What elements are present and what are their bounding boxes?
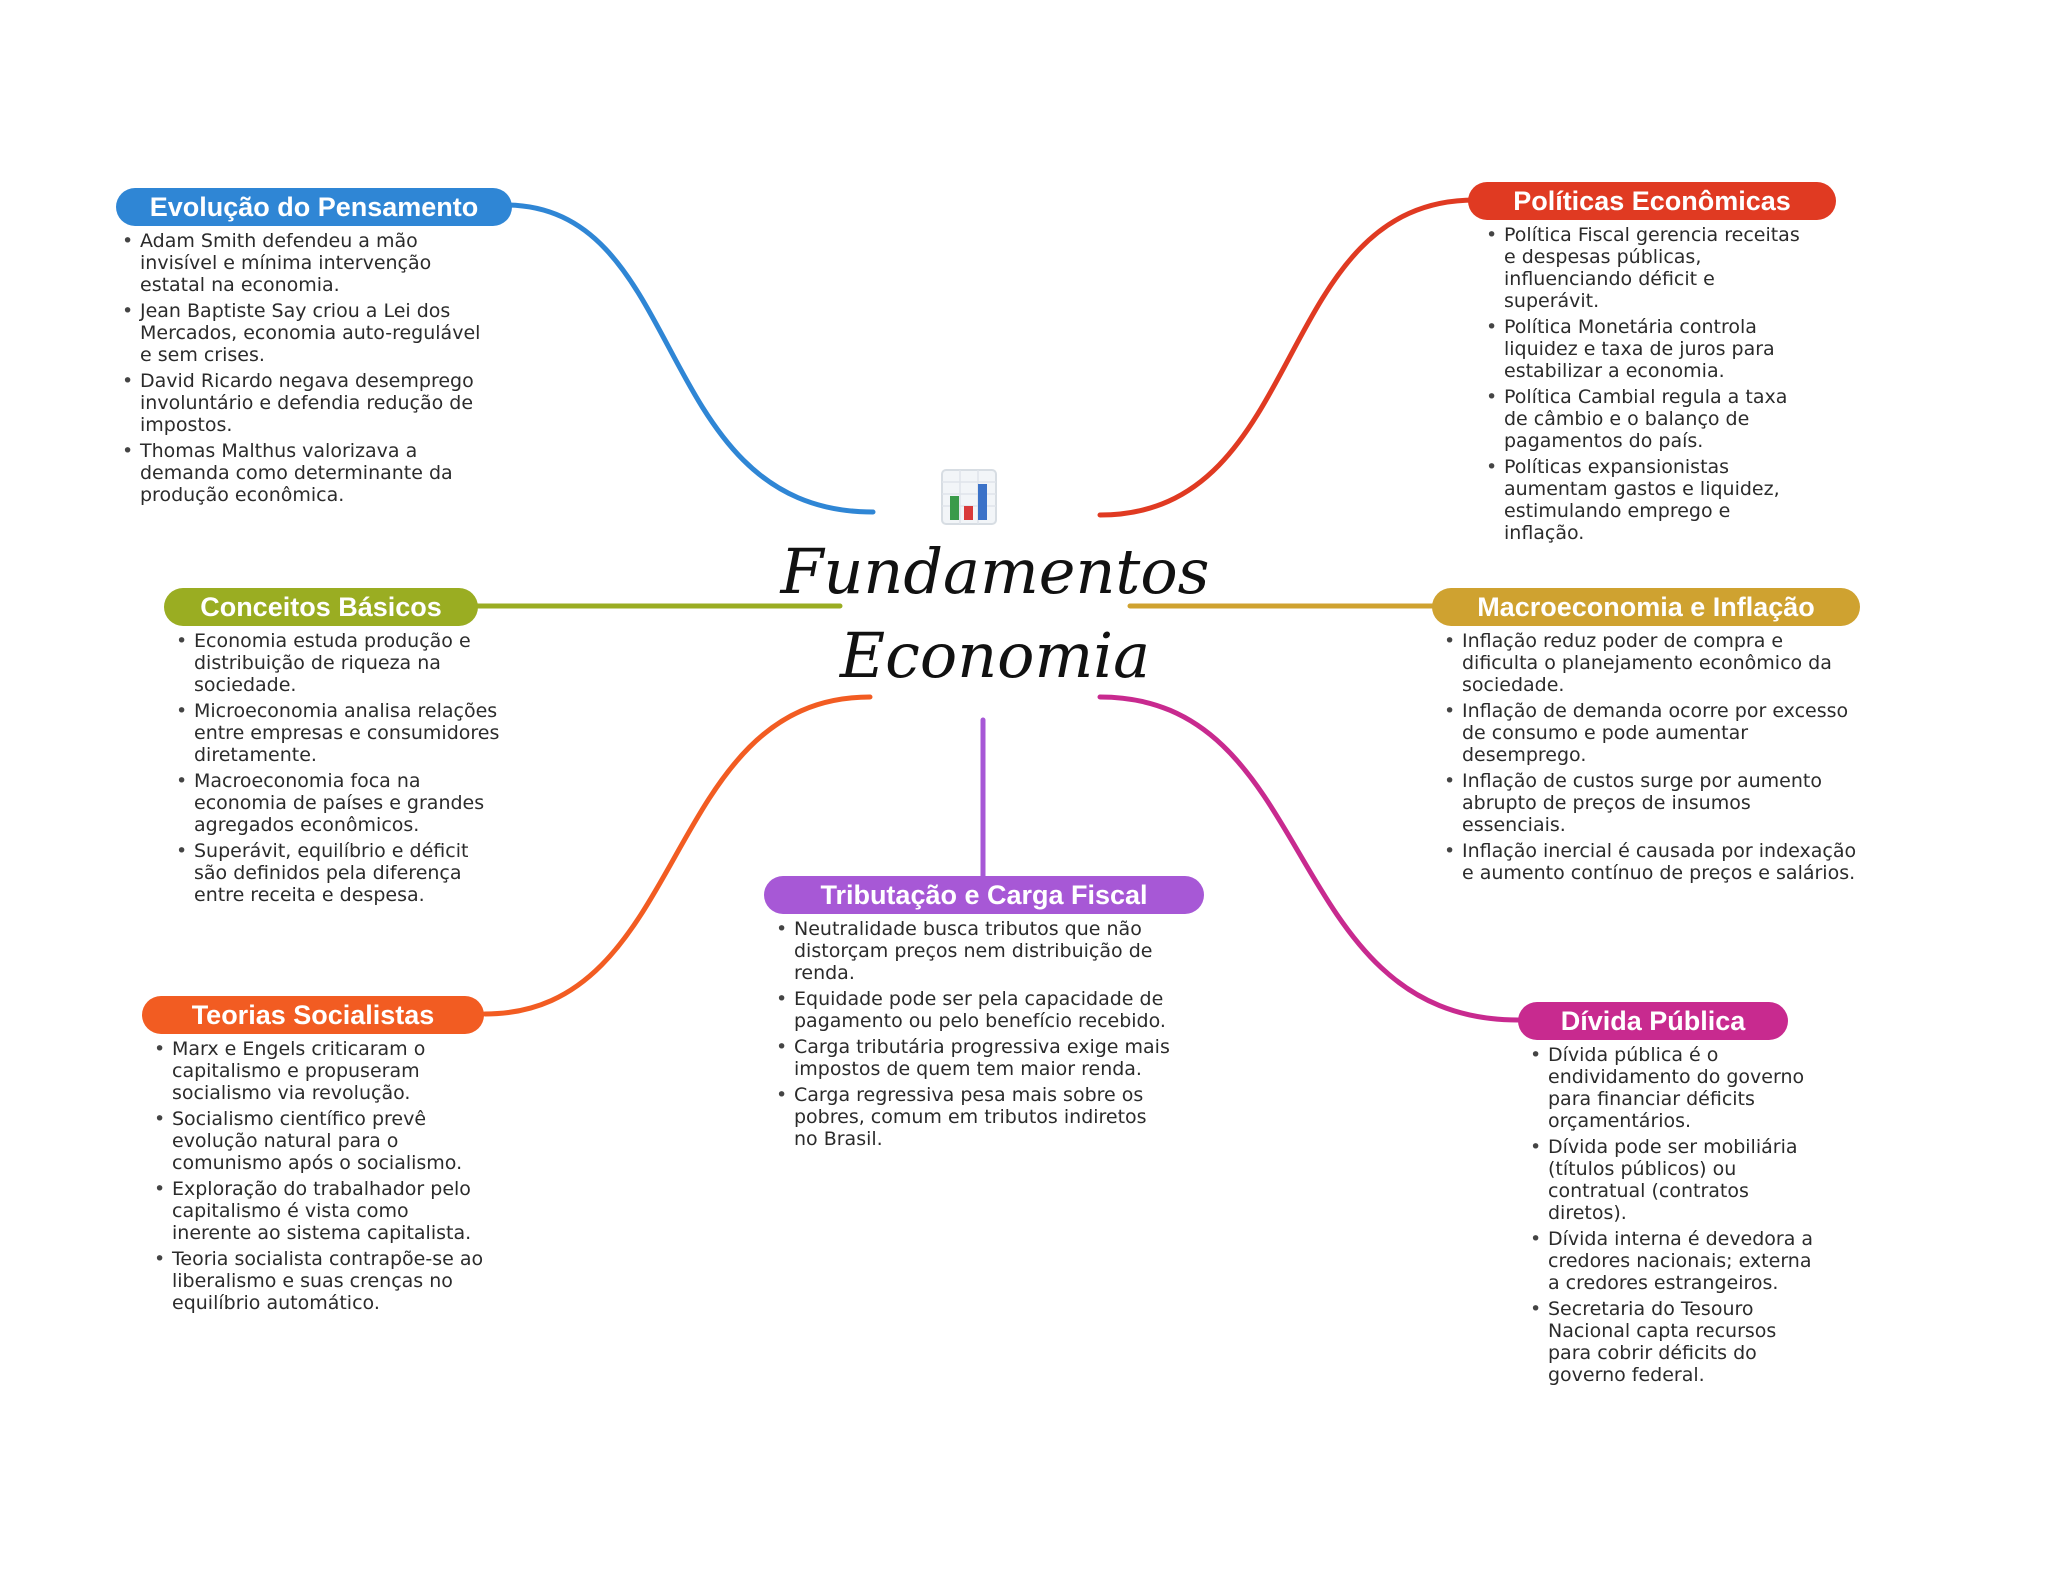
list-item: David Ricardo negava desemprego involunt…: [116, 370, 496, 436]
list-item: Inflação reduz poder de compra e dificul…: [1438, 630, 1858, 696]
list-item: Exploração do trabalhador pelo capitalis…: [148, 1178, 488, 1244]
branch-socialistas-list: Marx e Engels criticaram o capitalismo e…: [148, 1038, 488, 1314]
list-item: Inflação inercial é causada por indexaçã…: [1438, 840, 1858, 884]
branch-evolucao-list: Adam Smith defendeu a mão invisível e mí…: [116, 230, 496, 506]
branch-evolucao-title[interactable]: Evolução do Pensamento: [116, 188, 512, 226]
connector-divida: [1097, 694, 1521, 1023]
central-title-line2: Economia: [839, 619, 1151, 692]
list-item: Inflação de demanda ocorre por excesso d…: [1438, 700, 1858, 766]
list-item: Inflação de custos surge por aumento abr…: [1438, 770, 1858, 836]
list-item: Política Monetária controla liquidez e t…: [1480, 316, 1810, 382]
list-item: Neutralidade busca tributos que não dist…: [770, 918, 1170, 984]
list-item: Adam Smith defendeu a mão invisível e mí…: [116, 230, 496, 296]
list-item: Economia estuda produção e distribuição …: [170, 630, 500, 696]
branch-politicas-list: Política Fiscal gerencia receitas e desp…: [1480, 224, 1810, 544]
branch-socialistas-title[interactable]: Teorias Socialistas: [142, 996, 484, 1034]
branch-socialistas: Teorias Socialistas Marx e Engels critic…: [142, 996, 502, 1318]
central-title: Fundamentos Economia: [760, 530, 1230, 698]
list-item: Política Fiscal gerencia receitas e desp…: [1480, 224, 1810, 312]
branch-divida-title[interactable]: Dívida Pública: [1518, 1002, 1788, 1040]
branch-politicas: Políticas Econômicas Política Fiscal ger…: [1468, 182, 1848, 548]
branch-macro: Macroeconomia e Inflação Inflação reduz …: [1432, 588, 1872, 888]
branch-conceitos-title[interactable]: Conceitos Básicos: [164, 588, 478, 626]
branch-tributacao-title[interactable]: Tributação e Carga Fiscal: [764, 876, 1204, 914]
branch-divida-list: Dívida pública é o endividamento do gove…: [1524, 1044, 1824, 1386]
branch-tributacao: Tributação e Carga Fiscal Neutralidade b…: [764, 876, 1214, 1154]
branch-conceitos: Conceitos Básicos Economia estuda produç…: [164, 588, 504, 910]
list-item: Teoria socialista contrapõe-se ao libera…: [148, 1248, 488, 1314]
list-item: Superávit, equilíbrio e déficit são defi…: [170, 840, 500, 906]
list-item: Secretaria do Tesouro Nacional capta rec…: [1524, 1298, 1824, 1386]
list-item: Políticas expansionistas aumentam gastos…: [1480, 456, 1810, 544]
connector-politicas: [1097, 197, 1478, 518]
connector-evolucao: [502, 202, 876, 515]
list-item: Socialismo científico prevê evolução nat…: [148, 1108, 488, 1174]
list-item: Dívida interna é devedora a credores nac…: [1524, 1228, 1824, 1294]
branch-conceitos-list: Economia estuda produção e distribuição …: [170, 630, 500, 906]
list-item: Dívida pode ser mobiliária (títulos públ…: [1524, 1136, 1824, 1224]
list-item: Jean Baptiste Say criou a Lei dos Mercad…: [116, 300, 496, 366]
branch-evolucao: Evolução do Pensamento Adam Smith defend…: [116, 188, 516, 510]
branch-divida: Dívida Pública Dívida pública é o endivi…: [1518, 1002, 1848, 1390]
list-item: Microeconomia analisa relações entre emp…: [170, 700, 500, 766]
list-item: Dívida pública é o endividamento do gove…: [1524, 1044, 1824, 1132]
list-item: Política Cambial regula a taxa de câmbio…: [1480, 386, 1810, 452]
branch-macro-list: Inflação reduz poder de compra e dificul…: [1438, 630, 1858, 884]
connector-socialistas: [482, 694, 873, 1017]
list-item: Carga regressiva pesa mais sobre os pobr…: [770, 1084, 1170, 1150]
branch-politicas-title[interactable]: Políticas Econômicas: [1468, 182, 1836, 220]
list-item: Carga tributária progressiva exige mais …: [770, 1036, 1170, 1080]
branch-macro-title[interactable]: Macroeconomia e Inflação: [1432, 588, 1860, 626]
central-title-line1: Fundamentos: [780, 535, 1210, 608]
list-item: Equidade pode ser pela capacidade de pag…: [770, 988, 1170, 1032]
list-item: Marx e Engels criticaram o capitalismo e…: [148, 1038, 488, 1104]
list-item: Thomas Malthus valorizava a demanda como…: [116, 440, 496, 506]
list-item: Macroeconomia foca na economia de países…: [170, 770, 500, 836]
branch-tributacao-list: Neutralidade busca tributos que não dist…: [770, 918, 1170, 1150]
bar-chart-icon: [941, 469, 997, 525]
